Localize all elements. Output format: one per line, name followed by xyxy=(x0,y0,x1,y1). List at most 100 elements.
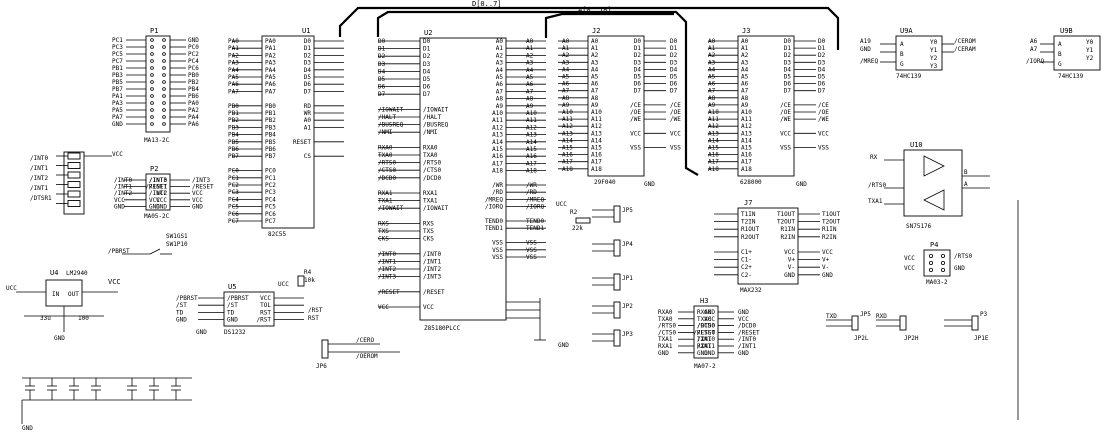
svg-text:Y2: Y2 xyxy=(1086,55,1094,62)
j7-right-net: VCC xyxy=(822,249,833,256)
data-bus-label: D[0..7] xyxy=(472,0,502,8)
u1-left-pin-label: PA7 xyxy=(265,88,276,95)
j2-left-net: A12 xyxy=(562,123,573,130)
dip-switch-cell xyxy=(67,200,81,207)
j3-left-net: A1 xyxy=(708,45,716,52)
u5-rst: RST xyxy=(308,315,319,322)
u2-left-pin-label: /HALT xyxy=(423,114,441,121)
u10-rts: /RTS0 xyxy=(868,182,886,189)
h3-right-pin-label: /INT0 xyxy=(697,336,715,343)
u2-left-pin-label: /INT2 xyxy=(423,266,441,273)
p4r-body xyxy=(899,315,907,331)
p1-pin-label-r: PC6 xyxy=(188,65,199,72)
j3-left-pin-label: A18 xyxy=(741,166,752,173)
j2-right-net: D7 xyxy=(670,88,678,95)
p1-pin-dot xyxy=(162,38,166,42)
j2-right-net: VCC xyxy=(670,130,681,137)
j7-right-pin-label: V- xyxy=(788,264,795,271)
jp6-jumper: /CERO /OEROM JP6 xyxy=(316,337,400,370)
u2-right-net: A10 xyxy=(526,110,537,117)
u2-right-pin-label: A0 xyxy=(496,38,504,45)
j3-left-net: A10 xyxy=(708,109,719,116)
u10-part: SN75176 xyxy=(906,223,932,230)
u1-right-pin-label: D5 xyxy=(304,74,312,81)
u9a-body xyxy=(895,35,943,71)
h3-right-pin-label: /RESET xyxy=(693,329,715,336)
u1-right-pin-label: RESET xyxy=(293,139,311,146)
j2-right-pin-label: D3 xyxy=(634,59,642,66)
u5-left-net: TD xyxy=(176,309,184,316)
svg-text:Y3: Y3 xyxy=(930,63,938,70)
h3-left-net: TXA0 xyxy=(658,316,673,323)
j2-ref: J2 xyxy=(592,27,600,35)
u10-ref: U10 xyxy=(910,141,923,149)
u2-right-net: A8 xyxy=(526,96,534,103)
u2-body xyxy=(419,37,507,321)
u2-right-pin-label: A7 xyxy=(496,88,504,95)
u1-right-pin-label: D1 xyxy=(304,45,312,52)
u2-left-net: /BUSREQ xyxy=(378,122,404,129)
h3-right-net: GND xyxy=(738,309,749,316)
svg-text:A: A xyxy=(900,41,904,48)
u5-left-pin-label: /PBRST xyxy=(227,295,249,302)
u2-right-net: VSS xyxy=(526,254,537,261)
p1-pin-dot xyxy=(150,38,154,42)
j7-chip: J7 T1INT2INR1OUTR2OUTC1+C1-C2+C2-T1OUTT2… xyxy=(714,199,840,294)
p2-right-pin-label: VCC xyxy=(156,190,167,197)
u1-left-net: PA3 xyxy=(228,60,239,67)
u5-nrst: /RST xyxy=(308,307,323,314)
j7-left-pin-label: C2+ xyxy=(741,264,752,271)
p1-pin-label-r: PB0 xyxy=(188,72,199,79)
u2-right-pin-label: A4 xyxy=(496,67,504,74)
h3-right-net: /DCD0 xyxy=(738,323,756,330)
u2-left-pin-label: TXS xyxy=(423,228,434,235)
u1-left-pin-label: PC4 xyxy=(265,196,276,203)
u2-left-pin-label: TXA0 xyxy=(423,152,438,159)
j3-body xyxy=(737,35,795,177)
p2-pin-group: /INT0/INT1/INT2VCCGND/INT3/RESETVCCVCCGN… xyxy=(114,177,214,210)
j2-right-pin-label: /CE xyxy=(630,102,641,109)
u1-left-net: PC0 xyxy=(228,168,239,175)
j3-left-pin-label: A10 xyxy=(741,109,752,116)
j2-left-pin-label: A11 xyxy=(591,116,602,123)
p2-right-net: VCC xyxy=(192,190,203,197)
j2-left-net: A0 xyxy=(562,38,570,45)
p2-right-net: /INT3 xyxy=(192,177,210,184)
j2-right-net: VSS xyxy=(670,145,681,152)
sw1-ref2: SW1P10 xyxy=(166,241,188,248)
u4-body xyxy=(45,279,83,307)
p1-pin-label-r: PB6 xyxy=(188,93,199,100)
j2-right-net: D6 xyxy=(670,81,678,88)
j2-left-pin-label: A4 xyxy=(591,66,599,73)
jp-right-group: TXD JP5 JP2L RXD JP2H P3 JP1E xyxy=(826,200,1019,420)
u2-right-pin-label: TEND0 xyxy=(485,218,503,225)
svg-text:B: B xyxy=(900,51,904,58)
u2-left-net: /HALT xyxy=(378,114,396,121)
u1-right-pin-label: WR xyxy=(304,110,312,117)
j2-part: 29F040 xyxy=(594,179,616,186)
j2-left-pin-label: A13 xyxy=(591,130,602,137)
p2-right-pin-label: GND xyxy=(156,203,167,210)
u1-left-pin-label: PB1 xyxy=(265,110,276,117)
u1-left-net: PC2 xyxy=(228,182,239,189)
u1-left-pin-label: PA2 xyxy=(265,52,276,59)
u2-part: Z85180PLCC xyxy=(424,325,461,332)
u2-left-net: D7 xyxy=(378,91,386,98)
j2-left-pin-label: A0 xyxy=(591,38,599,45)
j3-right-pin-label: D2 xyxy=(784,52,792,59)
p1-pin-dot xyxy=(162,122,166,126)
j2-left-net: A7 xyxy=(562,88,570,95)
j3-left-pin-label: A6 xyxy=(741,81,749,88)
jp5-ref: JP5 xyxy=(860,311,871,318)
j2-left-pin-label: A10 xyxy=(591,109,602,116)
sw1-ref: SW1GS1 xyxy=(166,233,188,240)
u9a-out-ceram: /CERAM xyxy=(954,46,976,53)
r4-resistor xyxy=(297,275,305,287)
jp2l-ref: JP2L xyxy=(854,335,869,342)
j3-gnd: GND xyxy=(796,181,807,188)
j3-left-pin-label: A3 xyxy=(741,59,749,66)
u1-left-pin-label: PB7 xyxy=(265,153,276,160)
svg-text:GND: GND xyxy=(860,46,871,53)
